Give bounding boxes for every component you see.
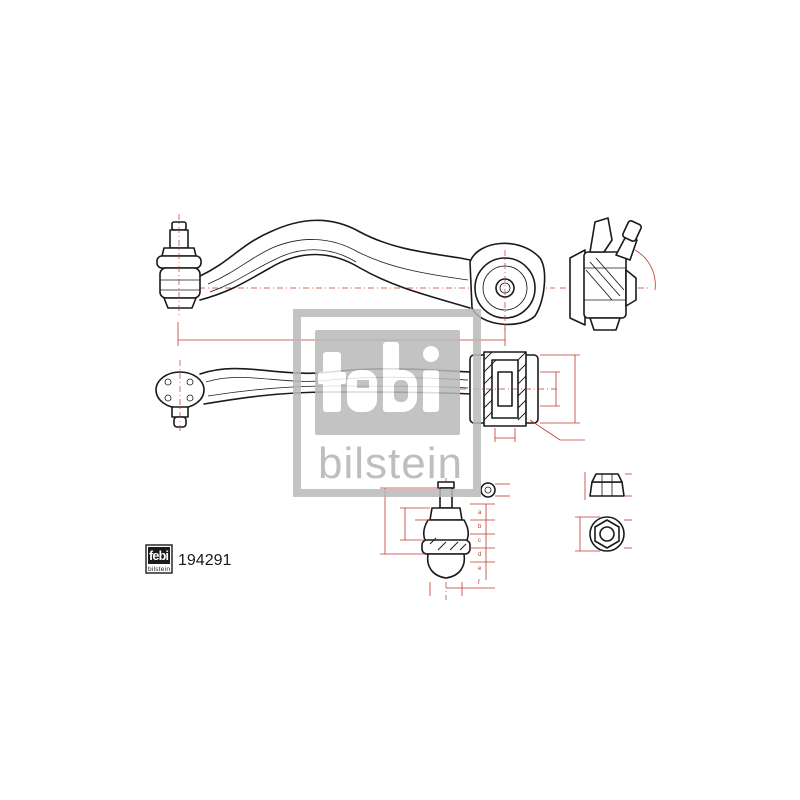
ball-joint-top [156, 214, 202, 318]
control-arm-end-view [560, 217, 656, 331]
logo-febi-text: febi [149, 549, 169, 563]
washer-detail [480, 482, 510, 498]
febi-bilstein-watermark: bilstein [293, 309, 481, 497]
watermark-bilstein-text: bilstein [318, 439, 463, 488]
ball-joint-detail: a b c d e f [380, 478, 495, 600]
control-arm-top-view [156, 214, 555, 346]
bushing-section [460, 351, 585, 442]
nut-side-view [584, 472, 632, 500]
bushing-top [469, 242, 546, 330]
dim-label-b: b [478, 524, 482, 530]
nut-top-view [575, 516, 632, 552]
dim-label-e: e [478, 566, 482, 572]
dim-label-f: f [478, 580, 480, 586]
dim-label-a: a [478, 510, 482, 516]
febi-logo: febi bilstein [145, 544, 173, 574]
part-number: 194291 [178, 552, 231, 569]
logo-bilstein-text: bilstein [148, 566, 170, 573]
dim-label-c: c [478, 538, 481, 544]
dim-label-d: d [478, 552, 481, 558]
